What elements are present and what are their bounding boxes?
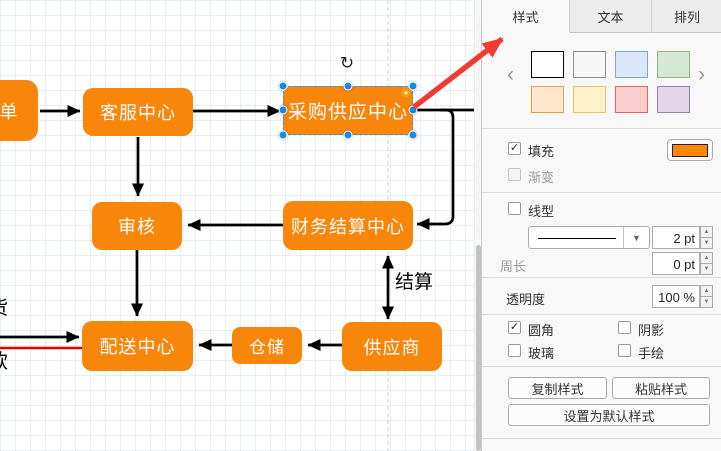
sketch-label: 手绘 [638, 346, 665, 361]
fill-checkbox[interactable]: ✓ [508, 142, 521, 155]
dropdown-caret-icon: ▼ [623, 227, 649, 248]
set-default-style-button[interactable]: 设置为默认样式 [508, 404, 710, 426]
swatch-prev-icon[interactable]: ‹ [507, 63, 514, 86]
selection-handle-w[interactable] [278, 105, 288, 115]
diagram-canvas[interactable]: 单 客服中心 采购供应中心 审核 财务结算中心 配送中心 仓储 供应商 结算 货… [0, 0, 474, 451]
divider [482, 277, 721, 278]
canvas-vertical-scrollbar [474, 0, 481, 451]
node-store-label: 仓储 [249, 338, 285, 357]
selection-handle-se[interactable] [408, 130, 418, 140]
perimeter-spinner: 0 pt ▲ ▼ [652, 252, 713, 275]
line-checkbox[interactable] [508, 202, 521, 215]
edge-label-payment-partial[interactable]: 款 [0, 351, 9, 374]
shadow-checkbox[interactable] [618, 321, 631, 334]
step-down-icon[interactable]: ▼ [700, 237, 713, 249]
selection-handle-e[interactable] [408, 105, 418, 115]
node-audit-label: 审核 [118, 217, 156, 237]
tab-style[interactable]: 样式 [482, 0, 570, 33]
selection-handle-sw[interactable] [278, 130, 288, 140]
swatch-next-icon[interactable]: › [698, 63, 705, 86]
line-label: 线型 [528, 204, 555, 219]
style-swatch-blue[interactable] [615, 51, 648, 78]
line-style-dropdown[interactable]: ▼ [528, 226, 650, 249]
style-swatch-purple[interactable] [657, 86, 690, 113]
rounded-label: 圆角 [528, 323, 555, 338]
perimeter-input[interactable]: 0 pt [652, 252, 700, 275]
opacity-spinner: 100 % ▲ ▼ [652, 285, 713, 308]
panel-tabs: 样式 文本 排列 [482, 0, 721, 33]
scrollbar-thumb[interactable] [476, 245, 481, 451]
tab-text[interactable]: 文本 [570, 0, 652, 33]
node-store[interactable]: 仓储 [232, 327, 302, 364]
node-finance-label: 财务结算中心 [291, 216, 405, 237]
node-service[interactable]: 客服中心 [83, 88, 193, 136]
step-down-icon[interactable]: ▼ [700, 263, 713, 275]
edge-label-settlement[interactable]: 结算 [394, 272, 435, 294]
node-dispatch[interactable]: 配送中心 [82, 321, 193, 371]
node-service-label: 客服中心 [100, 103, 176, 123]
node-audit[interactable]: 审核 [92, 202, 182, 250]
connection-point-handle[interactable] [401, 88, 411, 98]
divider [482, 314, 721, 315]
node-purchase-label: 采购供应中心 [287, 102, 408, 123]
node-supplier-label: 供应商 [363, 337, 421, 358]
fill-label: 填充 [528, 144, 555, 159]
step-down-icon[interactable]: ▼ [700, 296, 713, 308]
line-style-preview [538, 238, 616, 239]
line-width-input[interactable]: 2 pt [652, 226, 700, 249]
gradient-label: 渐变 [528, 170, 555, 185]
node-finance[interactable]: 财务结算中心 [283, 201, 413, 250]
sketch-checkbox[interactable] [618, 344, 631, 357]
style-swatch-orange[interactable] [531, 86, 564, 113]
style-swatch-white[interactable] [531, 51, 564, 78]
style-swatch-plain[interactable] [573, 51, 606, 78]
format-panel: 样式 文本 排列 ‹ › ✓ 填充 渐变 线型 ▼ 2 pt ▲ ▼ 周长 0 … [481, 0, 721, 451]
node-order[interactable]: 单 [0, 80, 38, 141]
perimeter-label: 周长 [500, 259, 527, 274]
edge-right-finance[interactable] [416, 108, 455, 230]
copy-style-button[interactable]: 复制样式 [508, 377, 607, 399]
divider [482, 366, 721, 367]
selection-handle-n[interactable] [343, 81, 353, 91]
opacity-input[interactable]: 100 % [652, 285, 700, 308]
rounded-checkbox[interactable]: ✓ [508, 321, 521, 334]
divider [482, 128, 721, 129]
glass-label: 玻璃 [528, 346, 555, 361]
node-supplier[interactable]: 供应商 [342, 322, 442, 371]
selection-handle-nw[interactable] [278, 81, 288, 91]
divider [482, 192, 721, 193]
paste-style-button[interactable]: 粘贴样式 [612, 377, 710, 399]
selection-handle-ne[interactable] [408, 81, 418, 91]
shadow-label: 阴影 [638, 323, 665, 338]
gradient-checkbox[interactable] [508, 168, 521, 181]
style-swatch-green[interactable] [657, 51, 690, 78]
glass-checkbox[interactable] [508, 344, 521, 357]
style-swatch-yellow[interactable] [573, 86, 606, 113]
edge-label-goods-partial[interactable]: 货 [0, 298, 9, 320]
node-purchase[interactable]: 采购供应中心 [283, 86, 413, 135]
line-width-spinner: 2 pt ▲ ▼ [652, 226, 713, 249]
divider [482, 438, 721, 439]
style-swatch-red[interactable] [615, 86, 648, 113]
rotate-handle-icon[interactable]: ↻ [339, 53, 355, 73]
selection-handle-s[interactable] [343, 130, 353, 140]
node-dispatch-label: 配送中心 [99, 337, 176, 357]
node-order-label: 单 [0, 101, 19, 122]
fill-color-swatch [672, 143, 708, 157]
opacity-label: 透明度 [506, 292, 546, 307]
fill-color-button[interactable] [667, 139, 713, 161]
tab-arrange[interactable]: 排列 [652, 0, 721, 33]
